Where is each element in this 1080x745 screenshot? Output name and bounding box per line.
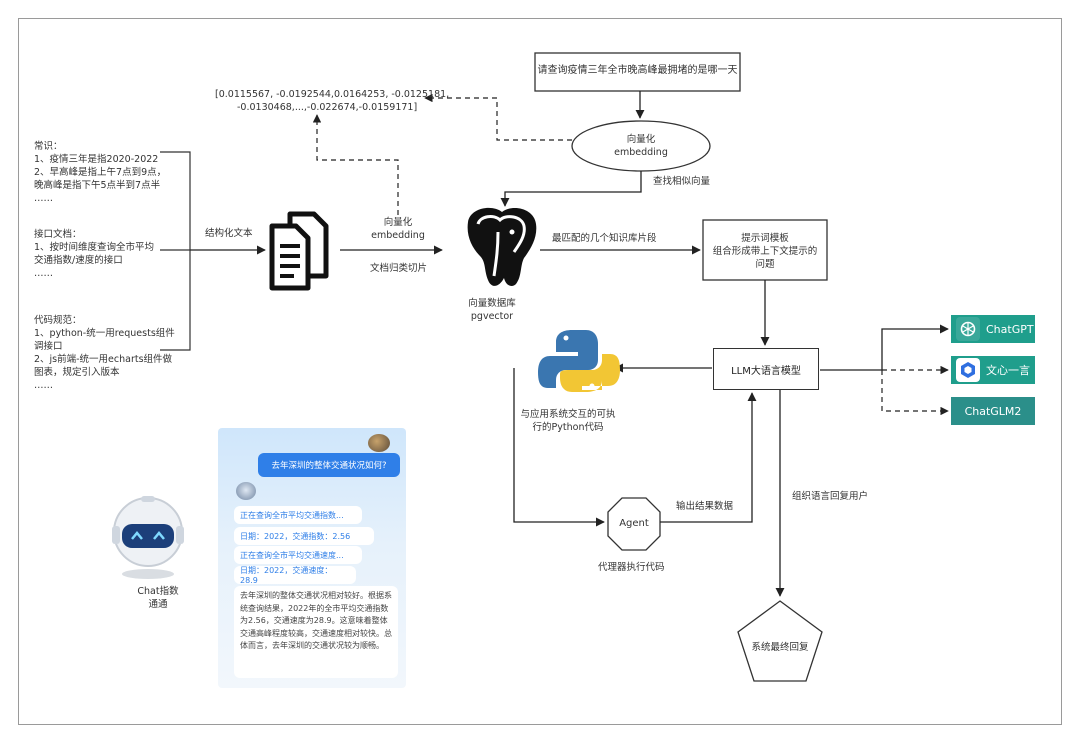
llm-box: LLM大语言模型 — [713, 348, 819, 390]
chat-question: 去年深圳的整体交通状况如何? — [258, 453, 400, 477]
arrow-llm-to-chatgpt — [820, 324, 949, 371]
knowledge-code-spec: 代码规范： 1、python-统一用requests组件 调接口 2、js前端-… — [34, 314, 175, 392]
knowledge-api-doc: 接口文档： 1、按时间维度查询全市平均 交通指数/速度的接口 …… — [34, 228, 154, 280]
openai-icon — [956, 317, 980, 341]
spec-line: 代码规范： — [34, 315, 82, 326]
robot-caption-line2: 通通 — [148, 599, 168, 610]
doc-vectorize-label: 向量化 embedding — [370, 216, 426, 242]
arrow-python-to-agent — [513, 368, 605, 527]
chatglm-label: ChatGLM2 — [964, 404, 1022, 418]
vector-values-line1: [0.0115567, -0.0192544,0.0164253, -0.012… — [215, 89, 450, 100]
wenxin-label: 文心一言 — [986, 364, 1030, 377]
chatglm-badge: ChatGLM2 — [951, 397, 1035, 425]
robot-caption: Chat指数 通通 — [118, 585, 198, 611]
vector-values: [0.0115567, -0.0192544,0.0164253, -0.012… — [215, 88, 449, 114]
prompt-box — [702, 219, 828, 281]
chat-message: 正在查询全市平均交通速度... — [234, 546, 362, 564]
doc-vectorize-line1: 向量化 — [383, 217, 413, 228]
document-icon — [269, 211, 329, 291]
cs-line: 1、疫情三年是指2020-2022 — [34, 154, 159, 165]
api-line: 1、按时间维度查询全市平均 — [34, 242, 155, 253]
chat-panel: 去年深圳的整体交通状况如何? 正在查询全市平均交通指数... 日期：2022，交… — [218, 428, 406, 688]
spec-line: 调接口 — [34, 341, 63, 352]
bot-avatar — [236, 482, 256, 500]
user-avatar — [368, 434, 390, 452]
structured-text-label: 结构化文本 — [205, 228, 253, 239]
python-line2: 行的Python代码 — [532, 422, 604, 433]
query-box — [534, 52, 741, 92]
final-pentagon — [737, 600, 823, 682]
dashed-embed-to-vector — [424, 93, 572, 141]
vector-db-line2: pgvector — [470, 311, 514, 322]
final-label: 系统最终回复 — [751, 642, 809, 653]
api-line: 接口文档： — [34, 229, 82, 240]
chatgpt-badge: ChatGPT — [951, 315, 1035, 343]
vector-values-line2: -0.0130468,...,-0.022674,-0.0159171] — [237, 102, 418, 113]
chat-message: 日期：2022，交通指数：2.56 — [234, 527, 374, 545]
python-icon — [538, 330, 620, 392]
agent-label: Agent — [619, 518, 649, 529]
prompt-box-label: 提示词模板 组合形成带上下文提示的 问题 — [703, 232, 827, 271]
cs-line: 2、早高峰是指上午7点到9点， — [34, 167, 167, 178]
cs-line: 晚高峰是指下午5点半到7点半 — [34, 180, 161, 191]
spec-line: …… — [34, 380, 53, 391]
doc-vectorize-line2: embedding — [371, 230, 425, 241]
postgres-icon — [467, 207, 537, 286]
api-line: 交通指数/速度的接口 — [34, 255, 123, 266]
cs-line: …… — [34, 193, 53, 204]
vector-db-label: 向量数据库 pgvector — [456, 297, 528, 323]
wenxin-icon — [956, 358, 980, 382]
query-text: 请查询疫情三年全市晚高峰最拥堵的是哪一天 — [537, 65, 738, 76]
prompt-line2: 组合形成带上下文提示的 — [712, 246, 818, 257]
embedding-ellipse-line1: 向量化 — [626, 134, 656, 145]
spec-line: 1、python-统一用requests组件 — [34, 328, 175, 339]
prompt-line1: 提示词模板 — [741, 233, 789, 244]
arrow-embed-to-db — [500, 171, 642, 207]
embedding-ellipse-label: 向量化 embedding — [572, 133, 710, 159]
diagram-frame — [18, 18, 1062, 725]
dashed-doc-to-vector — [312, 114, 399, 215]
chat-message: 正在查询全市平均交通指数... — [234, 506, 362, 524]
cs-line: 常识： — [34, 141, 63, 152]
robot-caption-line1: Chat指数 — [137, 586, 179, 597]
wenxin-badge: 文心一言 — [951, 356, 1035, 384]
python-line1: 与应用系统交互的可执 — [520, 409, 616, 420]
robot-icon — [112, 496, 184, 579]
api-line: …… — [34, 268, 53, 279]
reply-label: 组织语言回复用户 — [792, 491, 869, 502]
embedding-ellipse-line2: embedding — [614, 147, 668, 158]
knowledge-common-sense: 常识： 1、疫情三年是指2020-2022 2、早高峰是指上午7点到9点， 晚高… — [34, 140, 166, 205]
best-match-label: 最匹配的几个知识库片段 — [552, 233, 657, 244]
doc-split-label: 文档归类切片 — [370, 263, 428, 274]
chat-answer: 去年深圳的整体交通状况相对较好。根据系统查询结果，2022年的全市平均交通指数为… — [234, 586, 398, 678]
chatgpt-label: ChatGPT — [986, 322, 1034, 336]
vector-db-line1: 向量数据库 — [468, 298, 516, 309]
prompt-line3: 问题 — [755, 259, 775, 270]
agent-caption: 代理器执行代码 — [598, 562, 665, 573]
agent-octagon — [607, 497, 661, 551]
python-label: 与应用系统交互的可执 行的Python代码 — [508, 408, 628, 434]
knowledge-bracket — [160, 151, 191, 351]
output-data-label: 输出结果数据 — [676, 501, 734, 512]
chat-message: 日期：2022，交通速度：28.9 — [234, 566, 356, 585]
spec-line: 图表，规定引入版本 — [34, 367, 120, 378]
arrow-agent-to-llm — [660, 392, 757, 523]
dashed-llm-to-chatglm — [881, 370, 949, 416]
spec-line: 2、js前端-统一用echarts组件做 — [34, 354, 173, 365]
find-similar-label: 查找相似向量 — [653, 176, 711, 187]
